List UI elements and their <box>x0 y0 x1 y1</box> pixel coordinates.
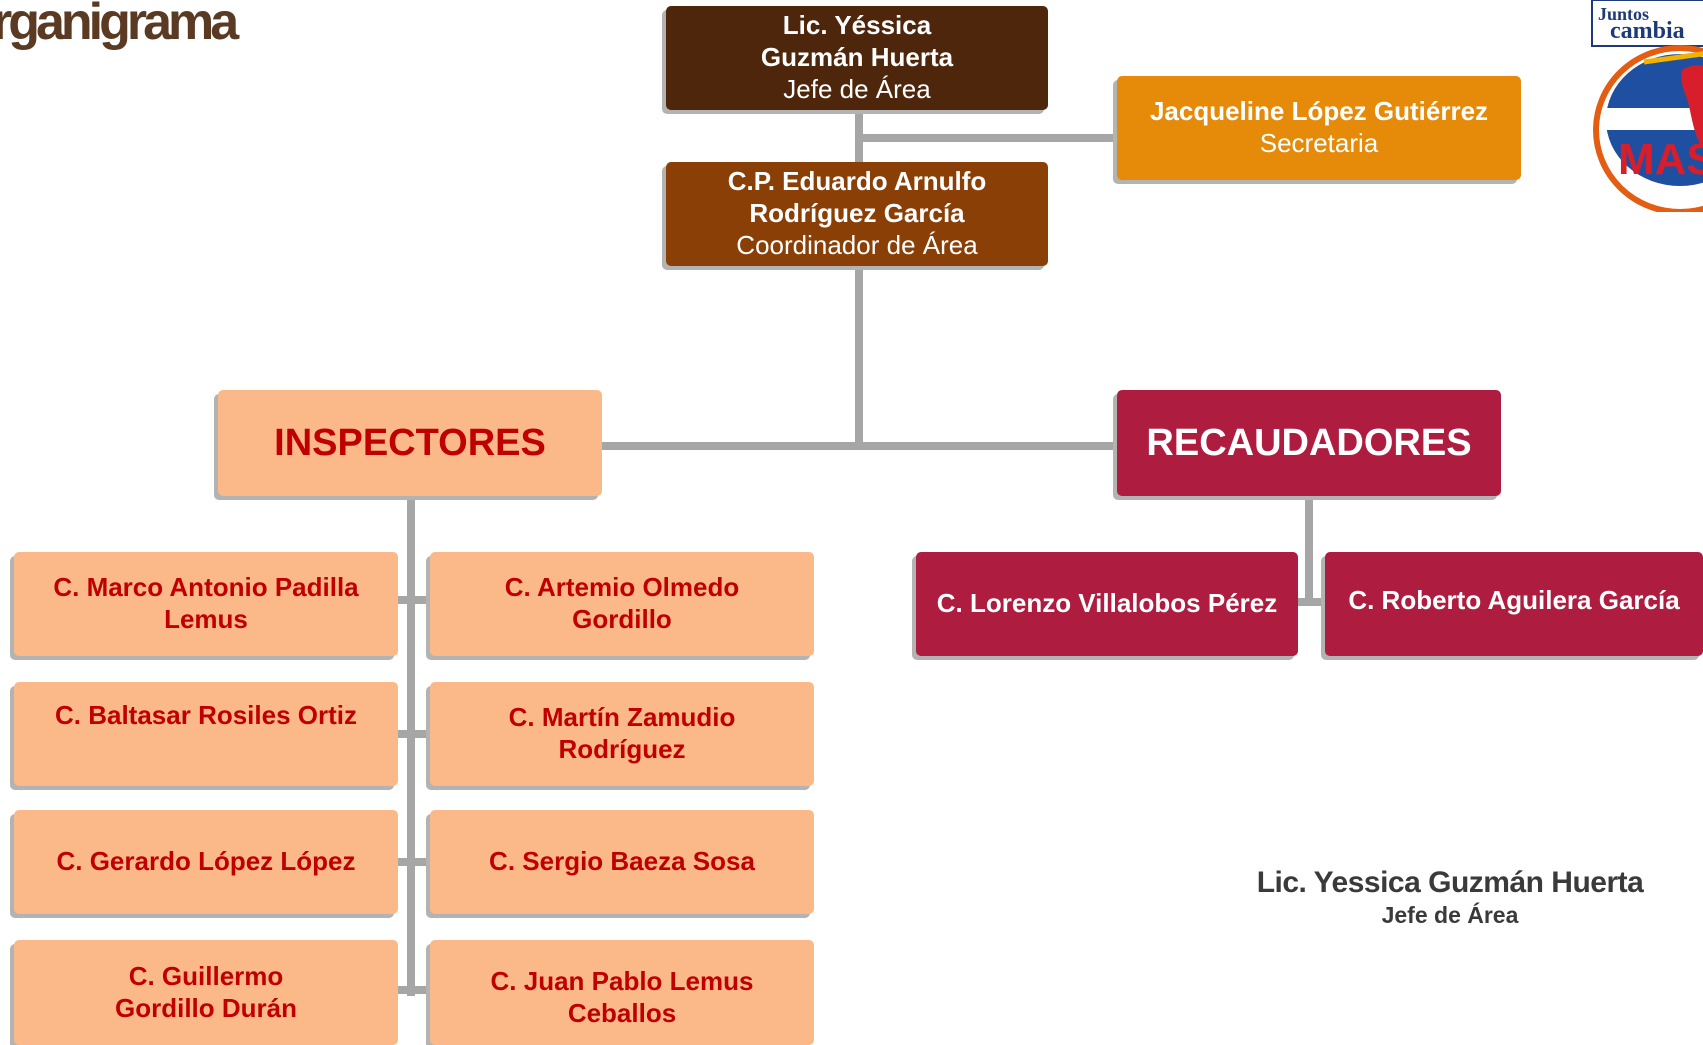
coordinator-name-line1: C.P. Eduardo Arnulfo <box>727 166 987 197</box>
inspector-member-3: C. Baltasar Rosiles Ortiz <box>14 682 398 786</box>
head-node: Lic. Yéssica Guzmán Huerta Jefe de Área <box>666 6 1048 110</box>
connector-branch-4 <box>398 986 430 994</box>
collector-member-line1: C. Roberto Aguilera García <box>1348 585 1680 616</box>
signature-block: Lic. Yessica Guzmán Huerta Jefe de Área <box>1240 866 1660 929</box>
connector-horizontal-branch <box>600 442 1120 450</box>
connector-inspectors-spine <box>407 496 415 996</box>
inspector-member-6: C. Sergio Baeza Sosa <box>430 810 814 914</box>
signature-role: Jefe de Área <box>1381 902 1519 928</box>
secretary-name: Jacqueline López Gutiérrez <box>1149 96 1489 127</box>
secretary-role: Secretaria <box>1259 128 1379 158</box>
connector-collectors-down <box>1305 496 1313 604</box>
inspector-member-line1: C. Baltasar Rosiles Ortiz <box>55 700 357 730</box>
inspector-member-line2: Rodríguez <box>558 734 686 764</box>
logo-text-top2: cambia <box>1610 18 1685 44</box>
coordinator-name-line2: Rodríguez García <box>749 198 965 229</box>
inspectors-label: INSPECTORES <box>274 421 546 464</box>
logo-text-main: MAS <box>1618 135 1703 184</box>
page-title: rganigrama <box>0 0 239 51</box>
juntos-cambiamos-mas-logo: Juntos cambia MAS <box>1588 0 1703 215</box>
inspector-member-line1: C. Martín Zamudio <box>508 702 736 733</box>
collectors-node: RECAUDADORES <box>1117 390 1501 496</box>
connector-branch-3 <box>398 858 430 866</box>
head-name-line1: Lic. Yéssica <box>782 10 932 41</box>
inspector-member-line1: C. Gerardo López López <box>56 846 356 877</box>
collector-member-1: C. Lorenzo Villalobos Pérez <box>916 552 1298 656</box>
head-name-line2: Guzmán Huerta <box>760 42 954 73</box>
collector-member-line1: C. Lorenzo Villalobos Pérez <box>936 588 1278 619</box>
signature-name: Lic. Yessica Guzmán Huerta <box>1256 866 1644 899</box>
inspectors-node: INSPECTORES <box>218 390 602 496</box>
connector-branch-2 <box>398 730 430 738</box>
connector-coordinator-down <box>855 266 863 446</box>
inspector-member-line2: Lemus <box>164 604 248 634</box>
inspector-member-line2: Ceballos <box>567 997 677 1028</box>
inspector-member-line1: C. Artemio Olmedo <box>504 572 740 603</box>
inspector-member-line1: C. Guillermo <box>128 960 284 991</box>
inspector-member-line2: Gordillo Durán <box>115 992 297 1023</box>
inspector-member-line1: C. Marco Antonio Padilla <box>53 572 359 603</box>
inspector-member-line1: C. Sergio Baeza Sosa <box>489 846 755 877</box>
logo-graphic: Juntos cambia MAS <box>1591 0 1703 215</box>
connector-secretary <box>855 134 1115 142</box>
collectors-label: RECAUDADORES <box>1146 421 1472 464</box>
coordinator-node: C.P. Eduardo Arnulfo Rodríguez García Co… <box>666 162 1048 266</box>
coordinator-role: Coordinador de Área <box>736 229 978 260</box>
inspector-member-line1: C. Juan Pablo Lemus <box>490 966 754 996</box>
inspector-member-2: C. Artemio Olmedo Gordillo <box>430 552 814 656</box>
connector-branch-1 <box>398 596 430 604</box>
inspector-member-8: C. Juan Pablo Lemus Ceballos <box>430 940 814 1045</box>
connector-collectors-branch <box>1295 598 1325 606</box>
inspector-member-line2: Gordillo <box>572 604 672 634</box>
inspector-member-7: C. Guillermo Gordillo Durán <box>14 940 398 1045</box>
logo-text-top: Juntos <box>1598 4 1649 24</box>
head-role: Jefe de Área <box>783 73 931 104</box>
collector-member-2: C. Roberto Aguilera García <box>1325 552 1703 656</box>
inspector-member-1: C. Marco Antonio Padilla Lemus <box>14 552 398 656</box>
inspector-member-4: C. Martín Zamudio Rodríguez <box>430 682 814 786</box>
secretary-node: Jacqueline López Gutiérrez Secretaria <box>1117 76 1521 180</box>
inspector-member-5: C. Gerardo López López <box>14 810 398 914</box>
